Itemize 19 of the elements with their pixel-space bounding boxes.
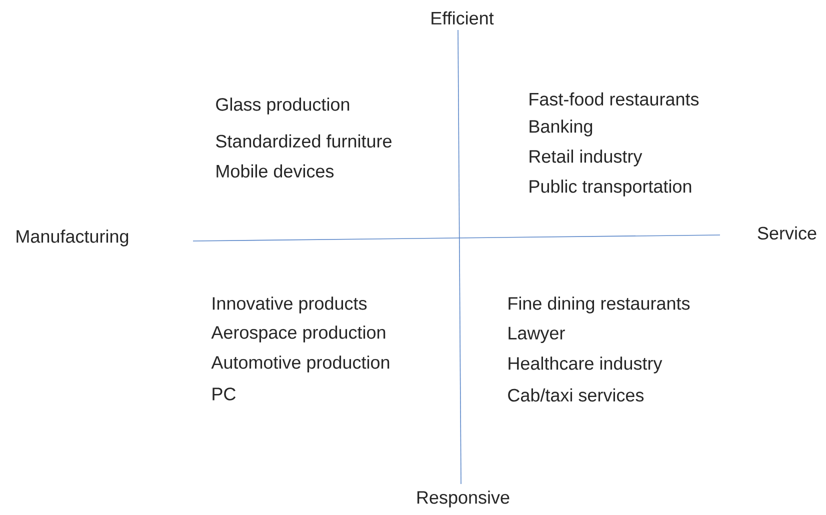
list-item: Aerospace production [211, 326, 386, 342]
list-item: Fast-food restaurants [530, 92, 699, 106]
axis-label: Efficient [432, 11, 494, 25]
list-item: PC [212, 388, 236, 400]
list-item: Fine dining restaurants [508, 296, 690, 314]
list-item: Lawyer [508, 326, 565, 344]
list-item: Glass production [216, 98, 350, 114]
axis-label: Manufacturing [16, 230, 128, 246]
list-item: Public transportation [530, 180, 692, 196]
list-item: Healthcare industry [508, 356, 662, 374]
list-item: Innovative products [212, 296, 367, 314]
list-item: Cab/taxi services [508, 388, 644, 402]
axis-label: Responsive [417, 490, 510, 508]
list-item: Retail industry [530, 150, 642, 166]
list-item: Banking [530, 120, 592, 136]
list-item: Mobile devices [216, 164, 334, 178]
axis-label: Service [758, 226, 816, 240]
list-item: Standardized furniture [216, 134, 392, 148]
list-item: Automotive production [211, 356, 390, 372]
